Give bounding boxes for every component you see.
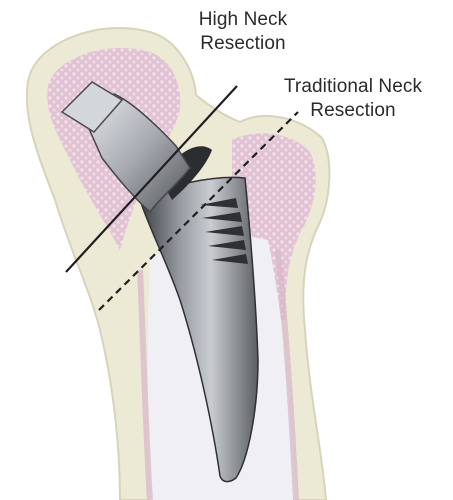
high-neck-label-line1: High Neck: [178, 8, 308, 32]
high-neck-label-line2: Resection: [178, 32, 308, 56]
traditional-neck-label-line1: Traditional Neck: [268, 75, 438, 99]
high-neck-resection-label: High Neck Resection: [178, 8, 308, 56]
traditional-neck-resection-label: Traditional Neck Resection: [268, 75, 438, 123]
traditional-neck-label-line2: Resection: [268, 99, 438, 123]
